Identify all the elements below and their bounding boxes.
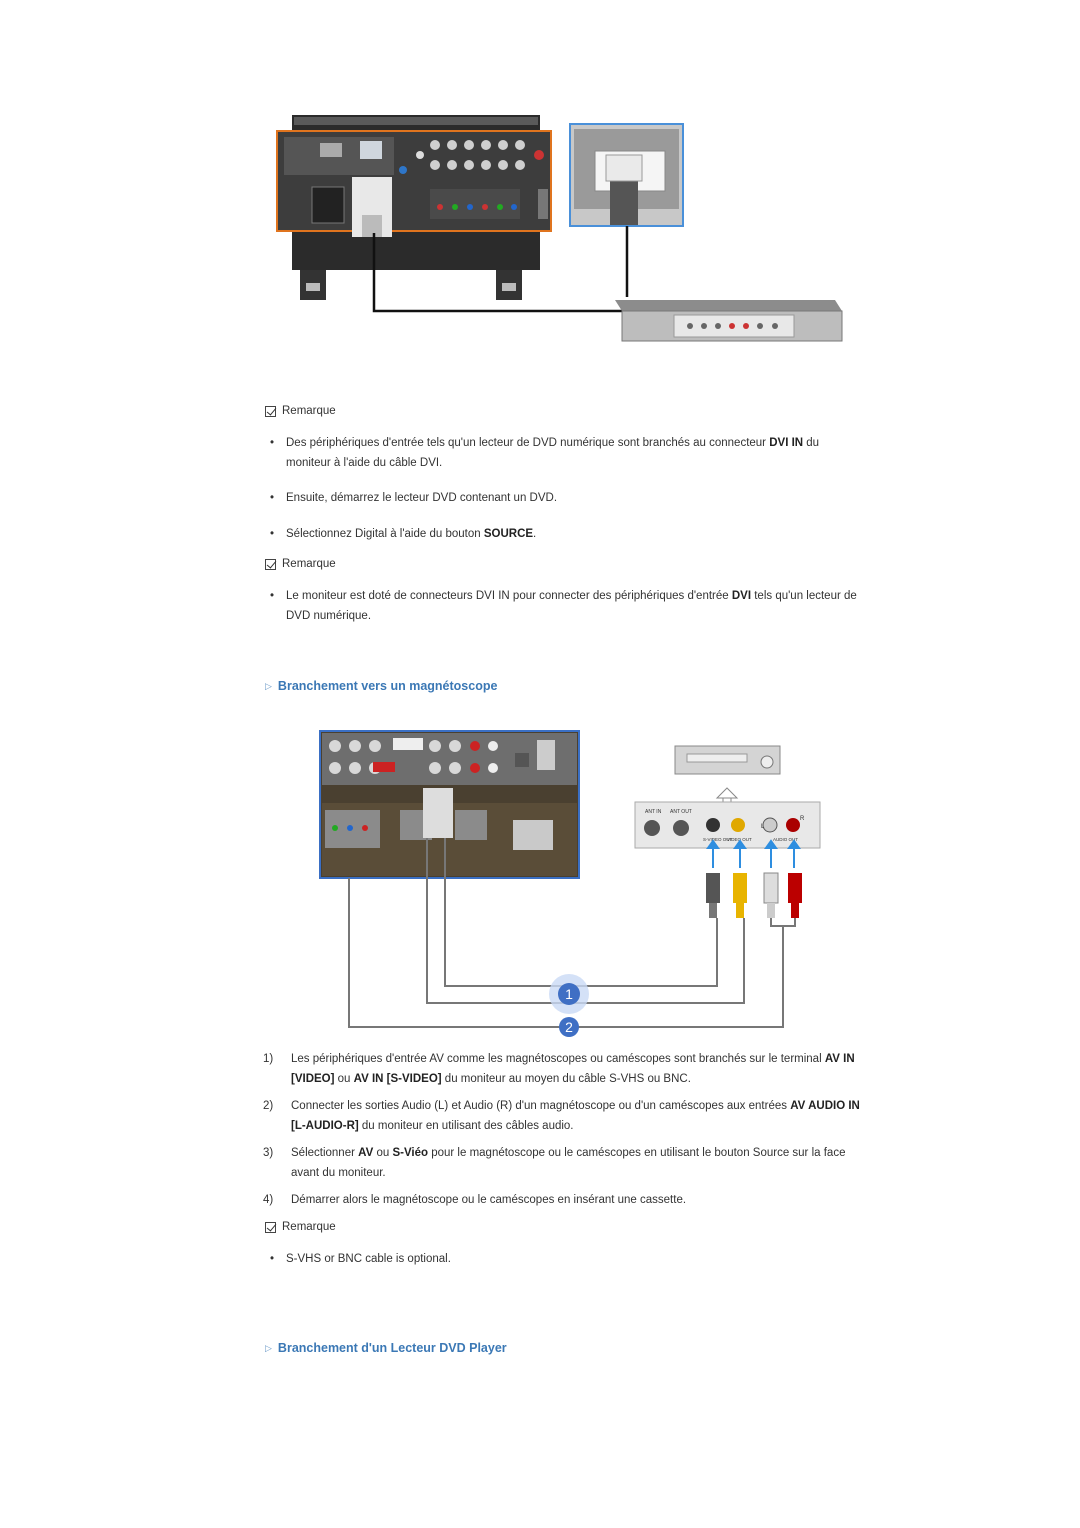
bullet-bold: SOURCE <box>483 528 534 540</box>
bullet-icon: • <box>270 437 275 449</box>
bullet-bold: DVI IN <box>769 437 804 449</box>
list-item: 4) Démarrer alors le magnétoscope ou le … <box>263 1191 863 1211</box>
bullet-text: Des périphériques d'entrée tels qu'un le… <box>286 437 770 449</box>
bullet-text: Sélectionnez Digital à l'aide du bouton <box>286 528 484 540</box>
bullet-icon: • <box>270 590 275 602</box>
panel-label-ant-out: ANT OUT <box>670 809 692 815</box>
list-item: 3) Sélectionner AV ou S-Viéo pour le mag… <box>263 1144 863 1183</box>
section-heading-label: Branchement d'un Lecteur DVD Player <box>277 1341 507 1355</box>
step-text: Les périphériques d'entrée AV comme les … <box>291 1053 855 1085</box>
step-text: Connecter les sorties Audio (L) et Audio… <box>291 1100 860 1132</box>
panel-label-l: L <box>761 824 765 830</box>
arrow-right-icon: ▷ <box>265 1342 272 1353</box>
dvi-connection-figure <box>276 115 843 342</box>
list-item: • Ensuite, démarrez le lecteur DVD conte… <box>270 488 860 508</box>
bullet-icon: • <box>270 492 275 504</box>
bullet-text: . <box>533 528 537 540</box>
step-number: 1) <box>263 1053 274 1065</box>
remarque-note: Remarque <box>265 1221 336 1233</box>
bullet-bold: DVI <box>731 590 752 602</box>
marker-2: 2 <box>565 1019 573 1035</box>
list-item: • Le moniteur est doté de connecteurs DV… <box>270 586 860 626</box>
list-item: 1) Les périphériques d'entrée AV comme l… <box>263 1050 863 1089</box>
list-item: • Sélectionnez Digital à l'aide du bouto… <box>270 524 860 544</box>
bullet-text: Le moniteur est doté de connecteurs DVI … <box>286 590 732 602</box>
section-heading-label: Branchement vers un magnétoscope <box>277 679 498 693</box>
bullet-text: Ensuite, démarrez le lecteur DVD contena… <box>286 492 558 504</box>
remarque-note: Remarque <box>265 558 336 570</box>
section-heading: ▷ Branchement vers un magnétoscope <box>265 679 497 693</box>
arrow-right-icon: ▷ <box>265 680 272 691</box>
remarque-note: Remarque <box>265 405 336 417</box>
remarque-label: Remarque <box>282 1221 336 1233</box>
step-number: 3) <box>263 1147 274 1159</box>
checkbox-icon <box>265 558 276 570</box>
bullet-text: S-VHS or BNC cable is optional. <box>286 1253 451 1265</box>
panel-label-audio-out: AUDIO OUT <box>773 837 798 842</box>
remarque-label: Remarque <box>282 405 336 417</box>
panel-label-video-out: VIDEO OUT <box>727 837 752 842</box>
bullet-icon: • <box>270 528 275 540</box>
panel-label-svideo-out: S-VIDEO OUT <box>703 837 733 842</box>
step-text: Démarrer alors le magnétoscope ou le cam… <box>291 1194 687 1206</box>
vcr-connection-figure: ANT IN ANT OUT S-VIDEO OUT VIDEO OUT AUD… <box>319 730 821 1037</box>
step-number: 2) <box>263 1100 274 1112</box>
bullet-text: tels qu'un lecteur de DVD numérique. <box>286 590 857 622</box>
remarque-label: Remarque <box>282 558 336 570</box>
list-item: • S-VHS or BNC cable is optional. <box>270 1249 860 1269</box>
panel-label-r: R <box>800 816 805 822</box>
panel-label-ant-in: ANT IN <box>645 809 662 815</box>
list-item: 2) Connecter les sorties Audio (L) et Au… <box>263 1097 863 1136</box>
checkbox-icon <box>265 405 276 417</box>
bullet-text: du moniteur à l'aide du câble DVI. <box>286 437 820 469</box>
checkbox-icon <box>265 1221 276 1233</box>
step-number: 4) <box>263 1194 274 1206</box>
list-item: • Des périphériques d'entrée tels qu'un … <box>270 433 860 473</box>
step-text: Sélectionner AV ou S-Viéo pour le magnét… <box>291 1147 846 1179</box>
marker-1: 1 <box>565 986 573 1002</box>
section-heading: ▷ Branchement d'un Lecteur DVD Player <box>265 1341 507 1355</box>
bullet-icon: • <box>270 1253 275 1265</box>
